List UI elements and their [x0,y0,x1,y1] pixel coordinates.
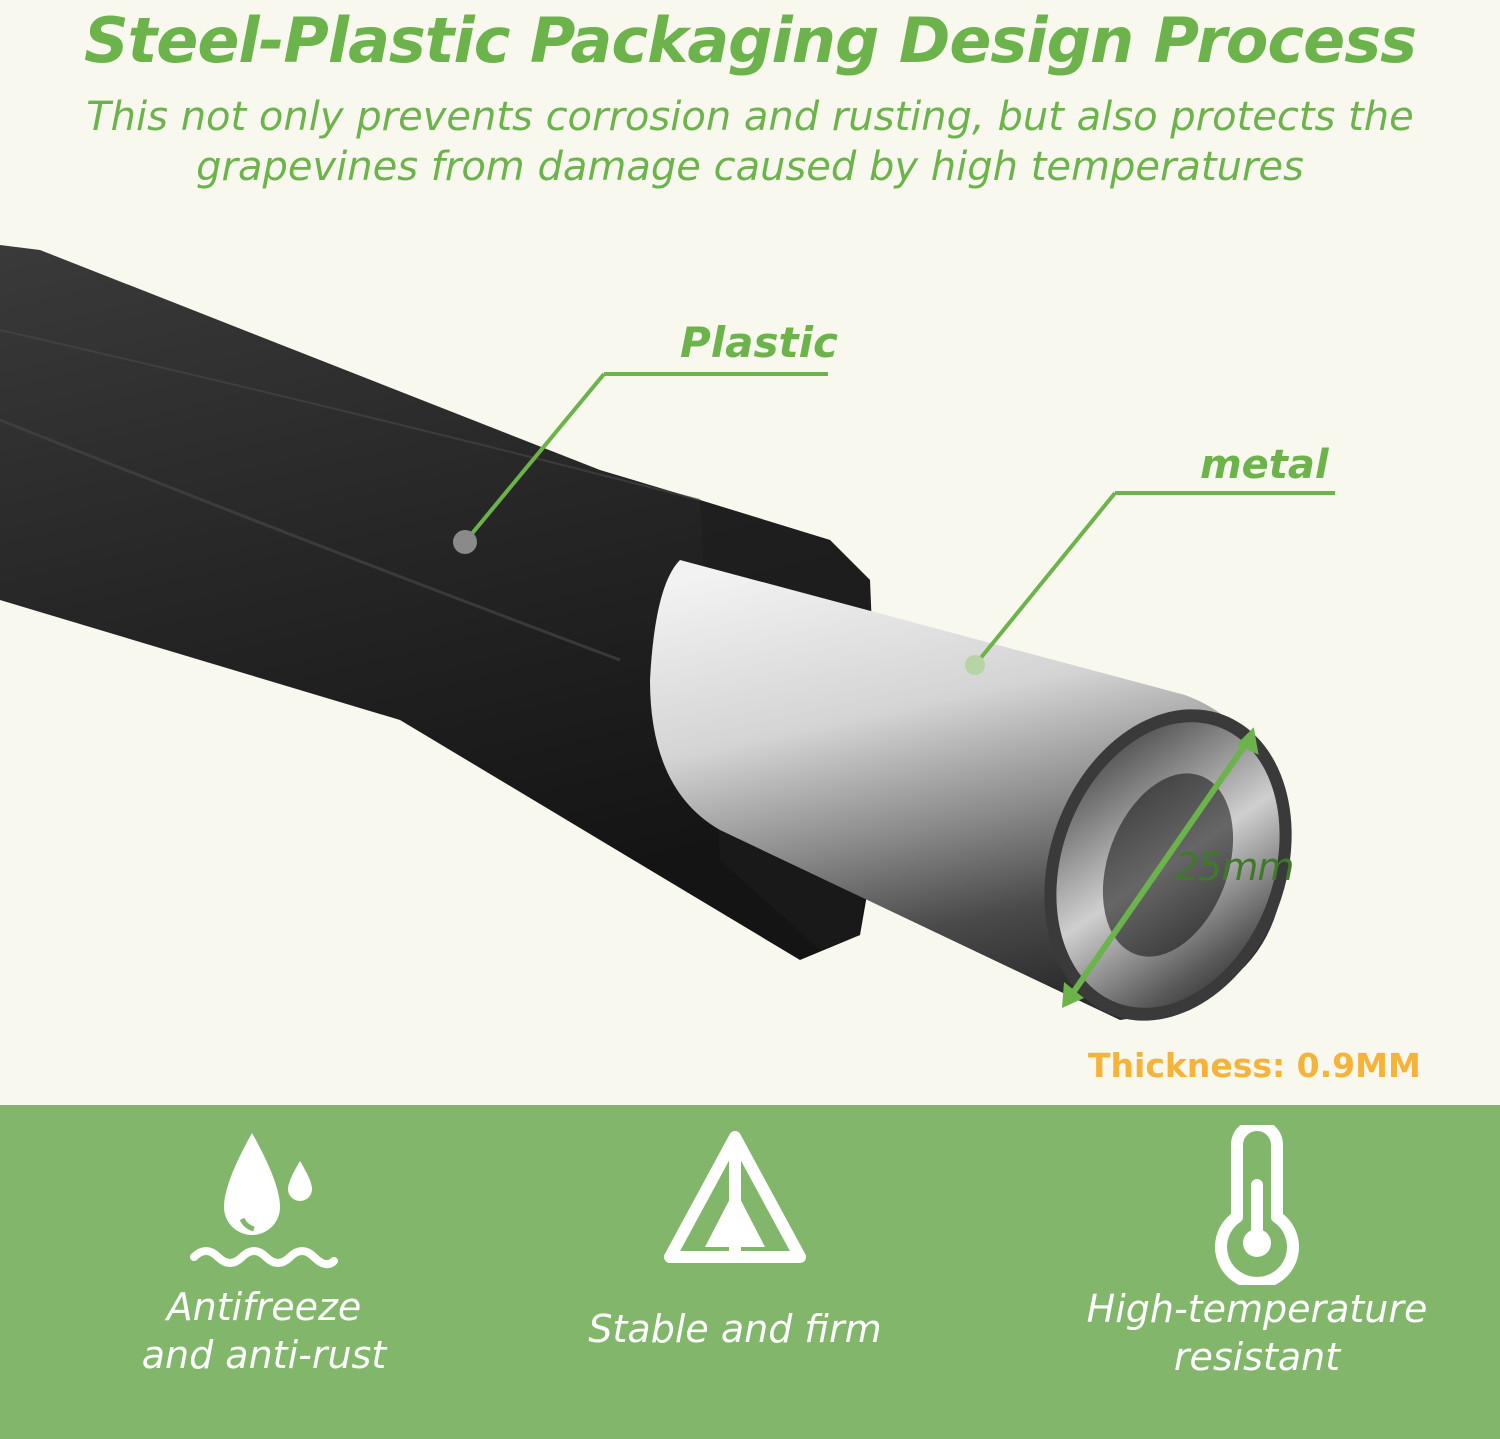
diameter-arrow [1065,733,1255,1002]
metal-label: metal [1200,442,1329,488]
plastic-marker-dot [453,530,477,554]
feature-antifreeze: Antifreeze and anti-rust [54,1105,474,1439]
features-band: Antifreeze and anti-rust Stable and firm… [0,1105,1500,1439]
feature-high-temp: High-temperature resistant [1047,1105,1467,1439]
thermometer-icon [1215,1125,1299,1285]
diameter-label: 25mm [1175,845,1294,889]
feature-stable: Stable and firm [525,1105,945,1439]
water-drop-icon [190,1133,338,1269]
plastic-label: Plastic [680,318,838,367]
subtitle-line-2: grapevines from damage caused by high te… [196,144,1304,190]
metal-marker-dot [965,655,985,675]
thickness-label: Thickness: 0.9MM [1088,1046,1421,1085]
page-subtitle: This not only prevents corrosion and rus… [60,92,1440,192]
pyramid-icon [664,1131,806,1263]
subtitle-line-1: This not only prevents corrosion and rus… [86,94,1414,140]
feature-high-temp-label: High-temperature resistant [1086,1287,1428,1379]
tube-illustration [0,245,1335,1021]
feature-antifreeze-label: Antifreeze and anti-rust [141,1285,387,1377]
feature-stable-label: Stable and firm [588,1307,882,1351]
plastic-coating [0,245,880,960]
page-title: Steel-Plastic Packaging Design Process [84,4,1417,77]
